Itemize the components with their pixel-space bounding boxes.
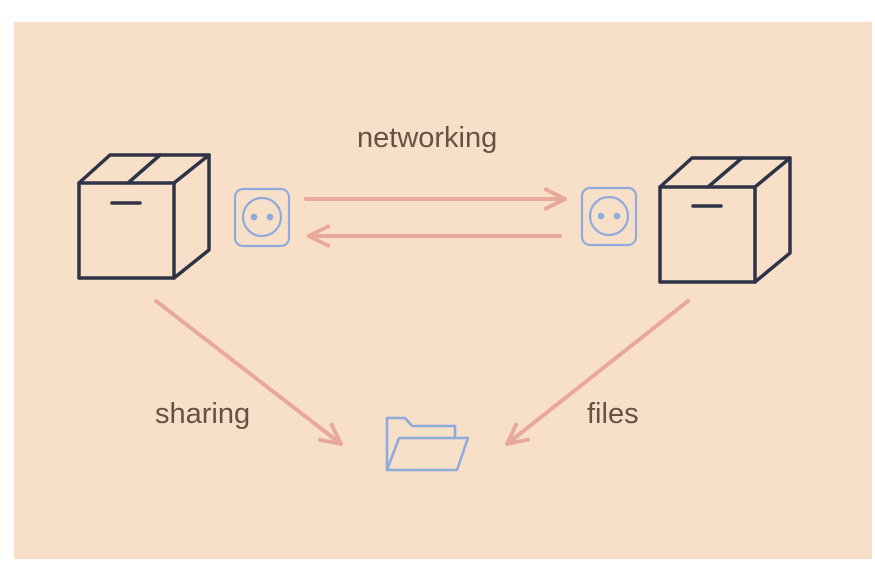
sharing-label: sharing — [155, 398, 251, 430]
left-port-socket-icon — [233, 187, 291, 248]
right-container-box-icon — [658, 156, 792, 284]
shared-folder-icon — [385, 416, 470, 472]
left-container-box-icon — [77, 153, 211, 280]
networking-label: networking — [357, 122, 498, 154]
files-arrow — [505, 299, 690, 446]
right-port-socket-icon — [580, 186, 638, 247]
sharing-arrow — [154, 299, 343, 446]
files-label: files — [587, 398, 639, 430]
